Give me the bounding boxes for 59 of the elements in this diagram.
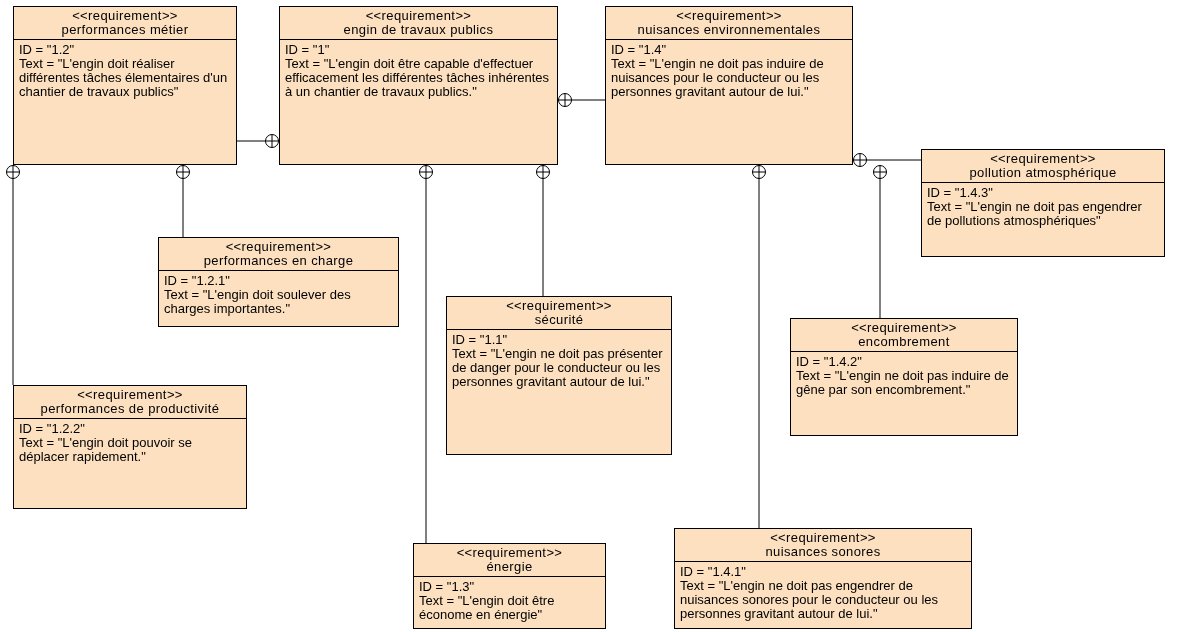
- requirement-id: ID = "1.4.3": [927, 186, 993, 200]
- stereotype-label: <<requirement>>: [225, 240, 332, 254]
- stereotype-label: <<requirement>>: [851, 321, 957, 335]
- requirement-name: nuisances sonores: [765, 545, 881, 559]
- stereotype-label: <<requirement>>: [990, 152, 1096, 166]
- requirement-box: [446, 296, 672, 455]
- requirement-text: Text = "L'engin doit être capable d'effectuer efficacement les différentes tâches inhérentes à un chantier de travaux publics.": [285, 57, 550, 99]
- containment-line: [536, 164, 550, 297]
- requirement-name: performances de productivité: [40, 402, 220, 416]
- requirement-id: ID = "1.2": [19, 43, 75, 57]
- requirement-box: [921, 149, 1165, 257]
- requirement-id: ID = "1.4.1": [680, 565, 746, 579]
- containment-line: [752, 164, 766, 529]
- containment-line: [236, 134, 280, 148]
- requirement-text: Text = "L'engin doit être économe en énergie": [419, 594, 556, 622]
- requirement-text: Text = "L'engin doit réaliser différentes tâches élementaires d'un chantier de travaux publics": [19, 57, 229, 99]
- stereotype-label: <<requirement>>: [72, 9, 178, 23]
- containment-line: [873, 164, 887, 319]
- requirement-name: sécurité: [534, 313, 584, 327]
- requirement-text: Text = "L'engin ne doit pas engendrer de nuisances sonores pour le conducteur ou les personnes gravitant autour de lui.": [680, 579, 939, 621]
- containment-line: [176, 164, 190, 238]
- stereotype-label: <<requirement>>: [770, 531, 876, 545]
- requirement-id: ID = "1": [285, 43, 330, 57]
- requirement-name: pollution atmosphérique: [969, 166, 1117, 180]
- requirement-name: encombrement: [858, 335, 950, 349]
- requirement-id: ID = "1.4": [611, 43, 667, 57]
- requirement-box: [674, 528, 972, 629]
- stereotype-label: <<requirement>>: [676, 9, 782, 23]
- requirement-box: [158, 237, 399, 327]
- requirement-id: ID = "1.4.2": [796, 355, 862, 369]
- requirement-text: Text = "L'engin doit pouvoir se déplacer rapidement.": [19, 436, 193, 464]
- requirement-box: [13, 6, 237, 165]
- requirement-name: performances en charge: [203, 254, 354, 268]
- requirement-id: ID = "1.1": [452, 333, 508, 347]
- requirement-text: Text = "L'engin ne doit pas induire de nuisances pour le conducteur ou les personnes gravitant autour de lui.": [611, 57, 825, 99]
- requirement-name: nuisances environnementales: [637, 23, 821, 37]
- containment-line: [852, 153, 922, 167]
- requirement-id: ID = "1.2.2": [19, 422, 85, 436]
- requirement-box: [413, 543, 606, 629]
- requirement-text: Text = "L'engin ne doit pas engendrer de pollutions atmosphériques": [927, 200, 1143, 228]
- requirement-name: engin de travaux publics: [343, 23, 494, 37]
- stereotype-label: <<requirement>>: [365, 9, 472, 23]
- requirement-name: énergie: [486, 560, 533, 574]
- requirement-box: [279, 6, 558, 165]
- requirement-text: Text = "L'engin ne doit pas présenter de danger pour le conducteur ou les personnes gravitant autour de lui.": [452, 347, 664, 389]
- requirement-id: ID = "1.2.1": [164, 274, 230, 288]
- requirement-id: ID = "1.3": [419, 580, 475, 594]
- requirement-name: performances métier: [61, 23, 189, 37]
- stereotype-label: <<requirement>>: [77, 388, 183, 402]
- requirement-text: Text = "L'engin doit soulever des charges importantes.": [164, 288, 352, 316]
- stereotype-label: <<requirement>>: [506, 299, 612, 313]
- containment-line: [6, 164, 20, 386]
- requirement-box: [13, 385, 247, 509]
- requirement-text: Text = "L'engin ne doit pas induire de gêne par son encombrement.": [796, 369, 1010, 397]
- containment-line: [419, 164, 433, 544]
- containment-line: [557, 93, 606, 107]
- requirement-box: [605, 6, 853, 165]
- requirement-box: [790, 318, 1018, 436]
- stereotype-label: <<requirement>>: [456, 546, 563, 560]
